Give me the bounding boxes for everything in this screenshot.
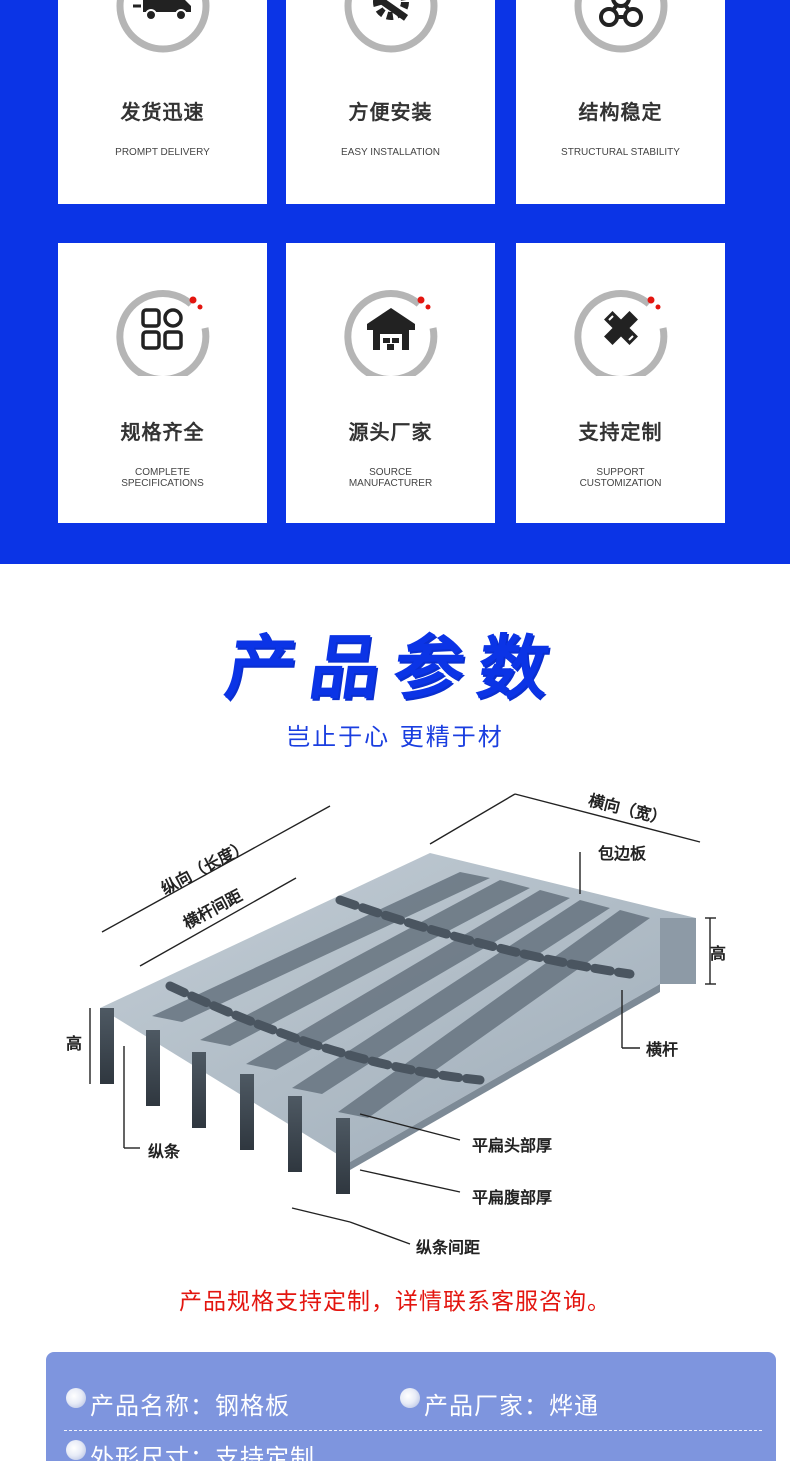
feature-title: 规格齐全 (120, 420, 205, 444)
feature-subtitle: PROMPT DELIVERY (115, 147, 210, 158)
feature-title: 结构稳定 (578, 100, 663, 124)
spec-product-name: 产品名称：钢格板 (66, 1386, 290, 1421)
section-title: 产品参数 (220, 627, 568, 709)
steel-grating-diagram: 横向（宽） 包边板 纵向（长度） 横杆间距 高 高 横杆 纵条 平扁头部厚 平扁… (60, 778, 750, 1258)
feature-title: 发货迅速 (120, 100, 205, 124)
spec-manufacturer: 产品厂家：烨通 (400, 1386, 599, 1421)
label-edge-plate: 包边板 (598, 844, 647, 863)
label-height-right: 高 (710, 944, 727, 963)
feature-card-installation: 方便安装 EASY INSTALLATION (286, 0, 495, 204)
spec-panel: 产品名称：钢格板 产品厂家：烨通 外形尺寸：支持定制 (46, 1352, 776, 1461)
feature-title: 方便安装 (348, 100, 433, 124)
spec-product-name-text: 产品名称：钢格板 (90, 1392, 290, 1420)
feature-subtitle: SUPPORT CUSTOMIZATION (579, 467, 662, 489)
factory-icon (343, 280, 439, 383)
spec-row: 外形尺寸：支持定制 (66, 1438, 762, 1461)
feature-card-delivery: 发货迅速 PROMPT DELIVERY (58, 0, 267, 204)
structure-molecule-icon (573, 0, 669, 54)
feature-card-manufacturer: 源头厂家 SOURCE MANUFACTURER (286, 243, 495, 523)
bullet-icon (66, 1388, 86, 1408)
feature-title: 支持定制 (578, 420, 663, 444)
spec-row: 产品名称：钢格板 产品厂家：烨通 (66, 1386, 762, 1432)
bullet-icon (66, 1440, 86, 1460)
label-bearing-bar-spacing: 纵条间距 (416, 1238, 481, 1257)
spec-manufacturer-text: 产品厂家：烨通 (424, 1392, 599, 1420)
grid-squares-icon (115, 280, 211, 383)
label-crossbar: 横杆 (646, 1040, 679, 1059)
customization-note: 产品规格支持定制，详情联系客服咨询。 (179, 1289, 611, 1315)
feature-subtitle: COMPLETE SPECIFICATIONS (121, 467, 204, 489)
label-height-left: 高 (66, 1034, 83, 1053)
feature-title: 源头厂家 (348, 420, 433, 444)
feature-subtitle: EASY INSTALLATION (341, 147, 440, 158)
features-band: 发货迅速 PROMPT DELIVERY 方便安装 EASY INSTALLAT… (0, 0, 790, 564)
feature-card-specifications: 规格齐全 COMPLETE SPECIFICATIONS (58, 243, 267, 523)
spec-dimensions-text: 外形尺寸：支持定制 (90, 1444, 315, 1461)
feature-card-customization: 支持定制 SUPPORT CUSTOMIZATION (516, 243, 725, 523)
section-subtitle: 岂止于心 更精于材 (286, 723, 504, 751)
label-flat-head-thickness: 平扁头部厚 (472, 1136, 553, 1155)
label-bearing-bar: 纵条 (148, 1142, 181, 1161)
feature-subtitle: SOURCE MANUFACTURER (348, 467, 433, 489)
pencil-ruler-icon (573, 280, 669, 383)
installation-tools-icon (343, 0, 439, 54)
label-flat-web-thickness: 平扁腹部厚 (472, 1188, 553, 1207)
spec-dimensions: 外形尺寸：支持定制 (66, 1438, 315, 1461)
feature-card-stability: 结构稳定 STRUCTURAL STABILITY (516, 0, 725, 204)
feature-subtitle: STRUCTURAL STABILITY (561, 147, 680, 158)
bullet-icon (400, 1388, 420, 1408)
delivery-truck-icon (115, 0, 211, 54)
spec-divider (64, 1430, 762, 1431)
